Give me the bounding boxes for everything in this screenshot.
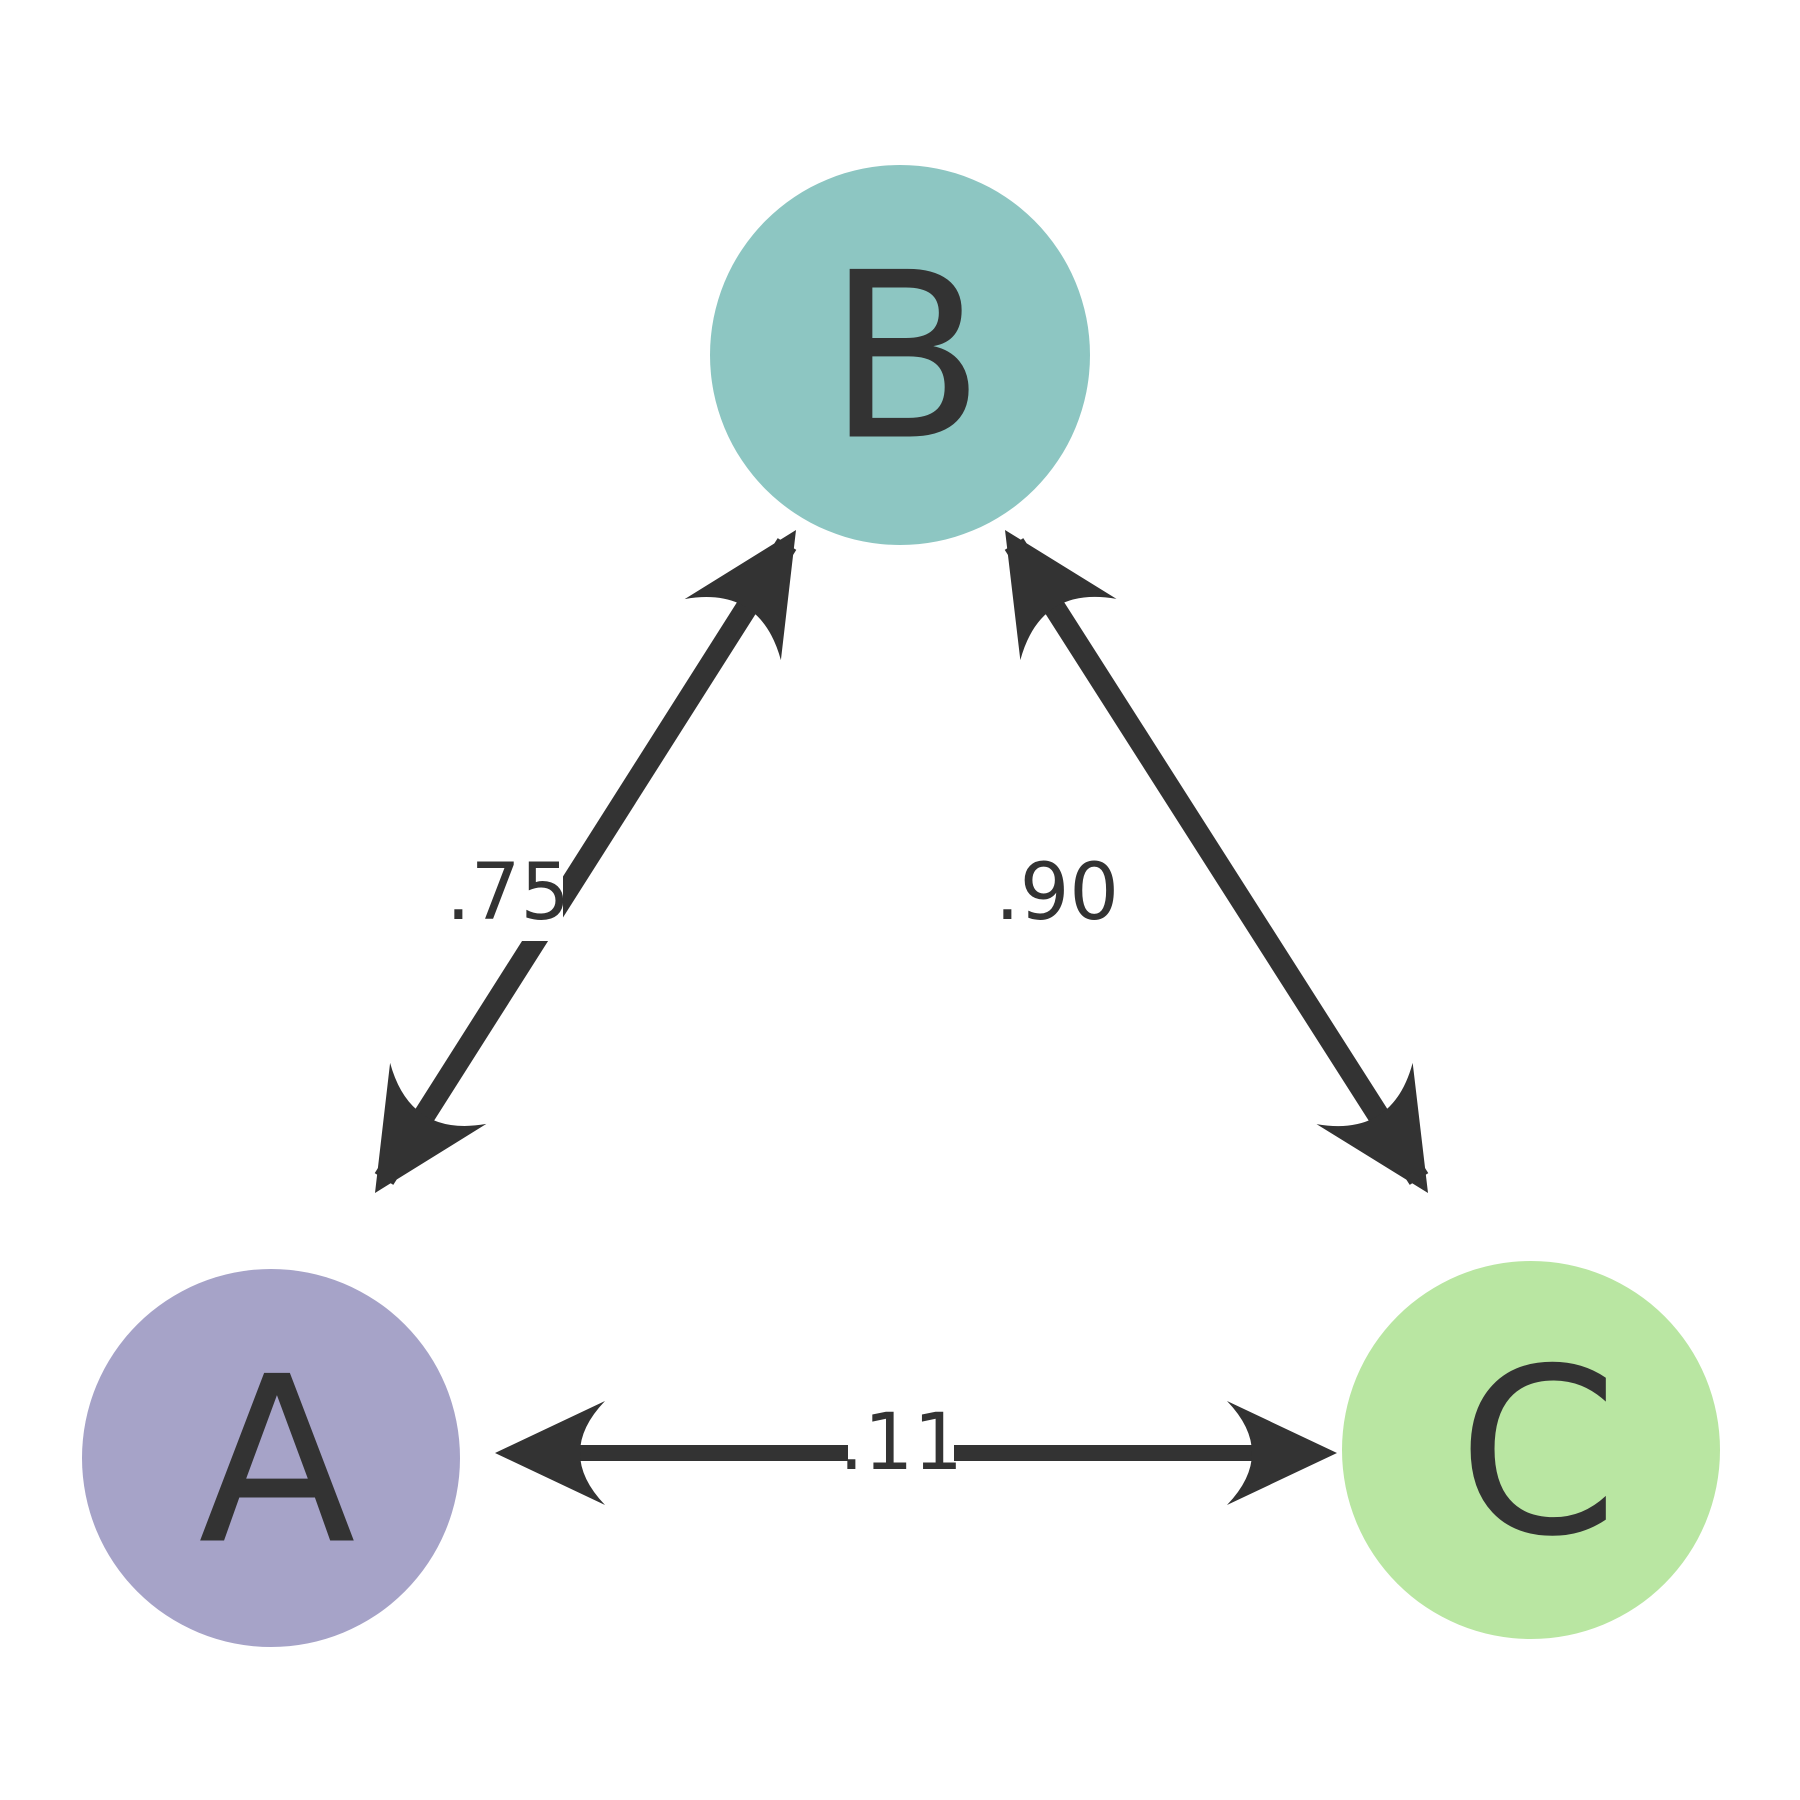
node-b-label: B bbox=[827, 225, 985, 492]
edge-b-c-line bbox=[1004, 538, 1429, 1185]
edge-a-b[interactable]: .75 bbox=[327, 499, 844, 1223]
node-a-circle bbox=[82, 1269, 460, 1647]
node-b-circle bbox=[710, 165, 1090, 545]
edge-a-b-label-backdrop bbox=[455, 845, 563, 941]
edge-b-c-arrowhead-at-b bbox=[1005, 530, 1117, 661]
node-c-label: C bbox=[1458, 1321, 1619, 1588]
edge-b-c[interactable]: .90 bbox=[957, 499, 1476, 1223]
edge-a-c-arrowhead-at-c bbox=[1227, 1401, 1337, 1505]
node-c-circle bbox=[1342, 1261, 1720, 1639]
edge-a-b-weight-label: .75 bbox=[446, 848, 570, 938]
node-c[interactable]: C bbox=[1342, 1261, 1720, 1639]
edge-b-c-arrowhead-at-c bbox=[1316, 1062, 1428, 1193]
edge-a-b-arrowhead-at-a bbox=[375, 1062, 487, 1193]
edge-b-c-weight-label: .90 bbox=[995, 848, 1119, 938]
edge-a-b-line bbox=[374, 538, 797, 1185]
edge-b-c-label-backdrop bbox=[1003, 845, 1113, 941]
node-b[interactable]: B bbox=[710, 165, 1090, 545]
edge-a-c-label-backdrop bbox=[848, 1398, 954, 1490]
edge-a-b-arrowhead-at-b bbox=[684, 530, 796, 661]
edge-a-c-weight-label: .11 bbox=[839, 1398, 963, 1488]
node-a-label: A bbox=[198, 1329, 355, 1596]
edge-a-c-arrowhead-at-a bbox=[495, 1401, 605, 1505]
edge-a-c[interactable]: .11 bbox=[495, 1398, 1337, 1505]
node-a[interactable]: A bbox=[82, 1269, 460, 1647]
